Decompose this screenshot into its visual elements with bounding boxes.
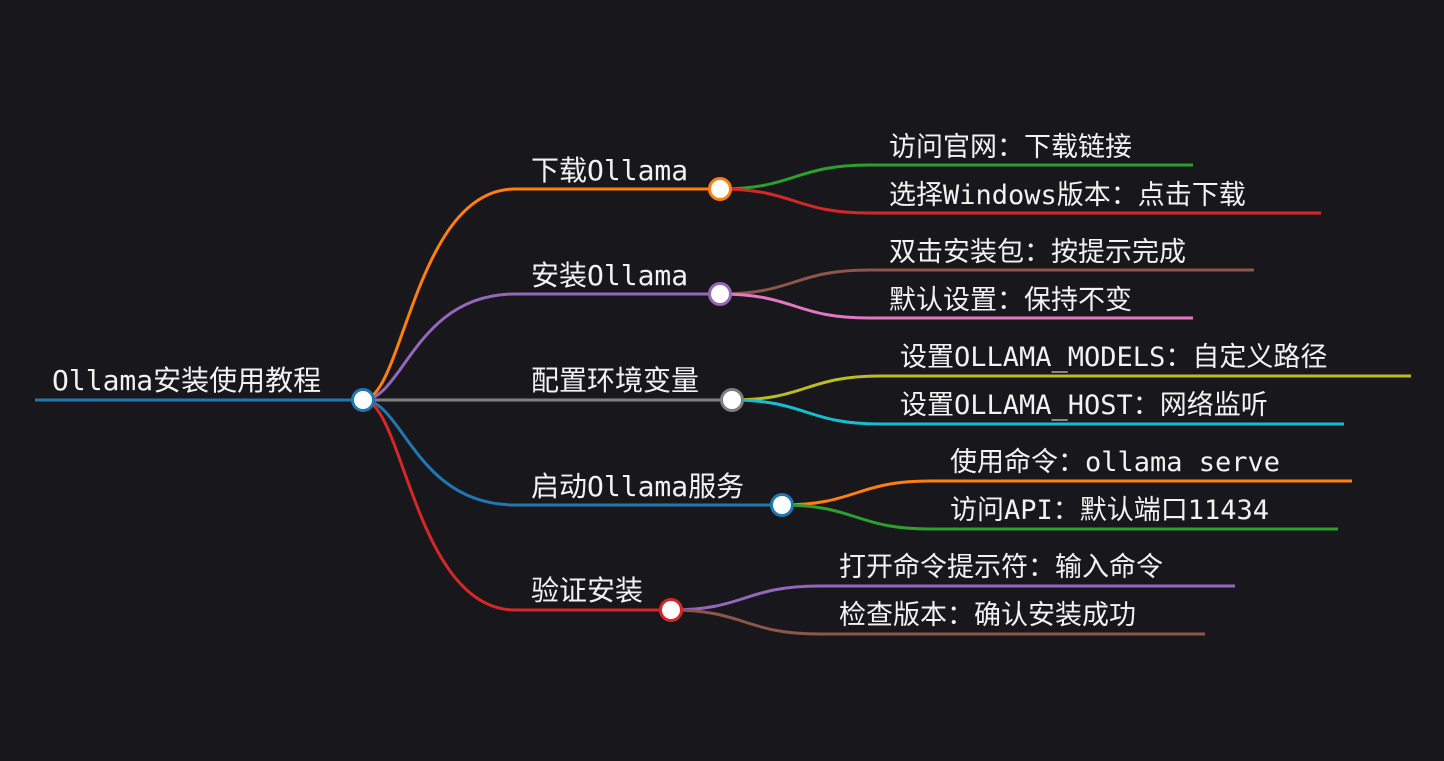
- branch-4-node[interactable]: [770, 493, 794, 517]
- branch-5-node[interactable]: [659, 598, 683, 622]
- branch-4-child-1-link: [781, 479, 1352, 507]
- branch-5-child-1-label: 打开命令提示符：输入命令: [839, 552, 1163, 583]
- nodes-layer: [351, 177, 794, 622]
- links-layer: [35, 163, 1411, 636]
- branch-3-child-2-link: [731, 398, 1344, 426]
- branch-5-child-2-link: [670, 608, 1205, 636]
- branch-3-child-1-link: [731, 374, 1411, 402]
- branch-2-label: 安装Ollama: [531, 259, 688, 292]
- branch-3-label: 配置环境变量: [531, 364, 699, 397]
- branch-1-link: [362, 187, 516, 402]
- branch-2-child-1-label: 双击安装包：按提示完成: [889, 237, 1186, 268]
- root-node[interactable]: [351, 388, 375, 412]
- branch-4-child-2-link: [781, 503, 1338, 531]
- branch-1-node[interactable]: [708, 177, 732, 201]
- root-label: Ollama安装使用教程: [52, 364, 321, 397]
- branch-1-child-1-link: [719, 163, 1193, 191]
- branch-3-child-1-label: 设置OLLAMA_MODELS：自定义路径: [900, 342, 1327, 373]
- branch-2-link: [362, 292, 516, 402]
- branch-4-link: [362, 398, 516, 507]
- branch-3-child-2-label: 设置OLLAMA_HOST：网络监听: [900, 390, 1268, 421]
- branch-1-child-2-link: [719, 187, 1321, 215]
- branch-2-child-1-link: [719, 268, 1254, 296]
- branch-5-child-1-link: [670, 584, 1235, 612]
- branch-2-child-2-link: [719, 292, 1193, 320]
- branch-5-link: [362, 398, 516, 612]
- branch-2-child-2-label: 默认设置：保持不变: [889, 285, 1132, 316]
- branch-1-child-2-label: 选择Windows版本：点击下载: [889, 180, 1246, 211]
- branch-2-node[interactable]: [708, 282, 732, 306]
- branch-3-node[interactable]: [720, 388, 744, 412]
- branch-5-child-2-label: 检查版本：确认安装成功: [839, 600, 1136, 631]
- branch-1-label: 下载Ollama: [531, 154, 688, 187]
- branch-5-label: 验证安装: [531, 574, 643, 607]
- branch-4-child-2-label: 访问API：默认端口11434: [950, 495, 1269, 526]
- branch-4-label: 启动Ollama服务: [531, 470, 744, 503]
- branch-1-child-1-label: 访问官网：下载链接: [889, 132, 1132, 163]
- branch-4-child-1-label: 使用命令：ollama serve: [950, 447, 1280, 478]
- labels-layer: Ollama安装使用教程 下载Ollama 访问官网：下载链接选择Windows版本…: [52, 132, 1327, 631]
